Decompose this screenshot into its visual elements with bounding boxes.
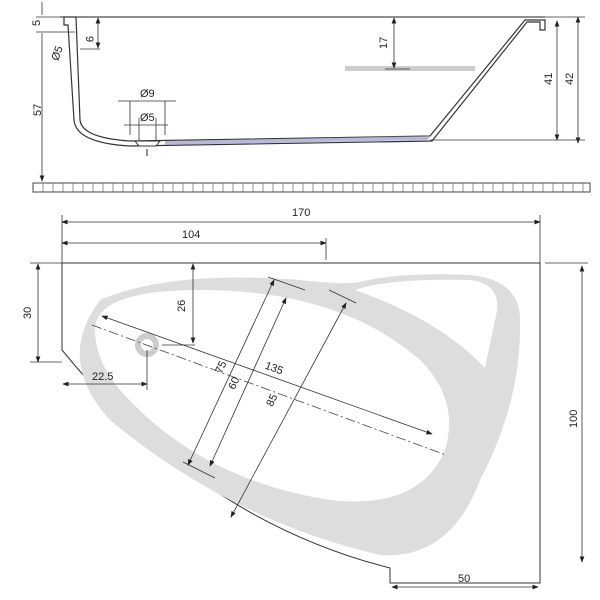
dim-bottom-edge: 50 <box>458 573 470 585</box>
dim-seat-depth: 17 <box>378 37 390 49</box>
dim-overflow-diameter: Ø5 <box>50 45 66 63</box>
dim-overflow-drop: 9 <box>83 36 95 42</box>
dim-outer-width: 85 <box>264 392 280 408</box>
tub-profile <box>63 16 546 147</box>
dim-inner-depth: 41 <box>543 73 555 85</box>
corner-shelf <box>355 279 498 368</box>
dim-total-height: 57 <box>32 104 44 116</box>
dim-drain-offset-top: 26 <box>176 300 188 312</box>
dim-drain-offset-left: 22.5 <box>92 371 113 383</box>
dim-outer-depth: 42 <box>564 73 576 85</box>
dim-left-width: 30 <box>22 307 34 319</box>
seat-shade <box>345 66 475 71</box>
dim-rim-height: 5 <box>31 20 43 26</box>
bottom-hatch <box>165 136 430 145</box>
side-view: 5 9 Ø5 57 Ø9 Ø5 17 41 42 <box>31 2 591 193</box>
dim-drain-inner: Ø5 <box>140 112 155 124</box>
dim-total-length: 170 <box>292 207 310 219</box>
plan-view: 170 104 30 26 22.5 135 75 60 85 100 50 <box>22 207 588 590</box>
floor-grid <box>32 182 591 193</box>
dim-total-width: 100 <box>568 410 580 428</box>
dim-drain-axis-length: 104 <box>182 229 200 241</box>
dim-drain-outer: Ø9 <box>140 88 155 100</box>
drain <box>133 140 162 147</box>
